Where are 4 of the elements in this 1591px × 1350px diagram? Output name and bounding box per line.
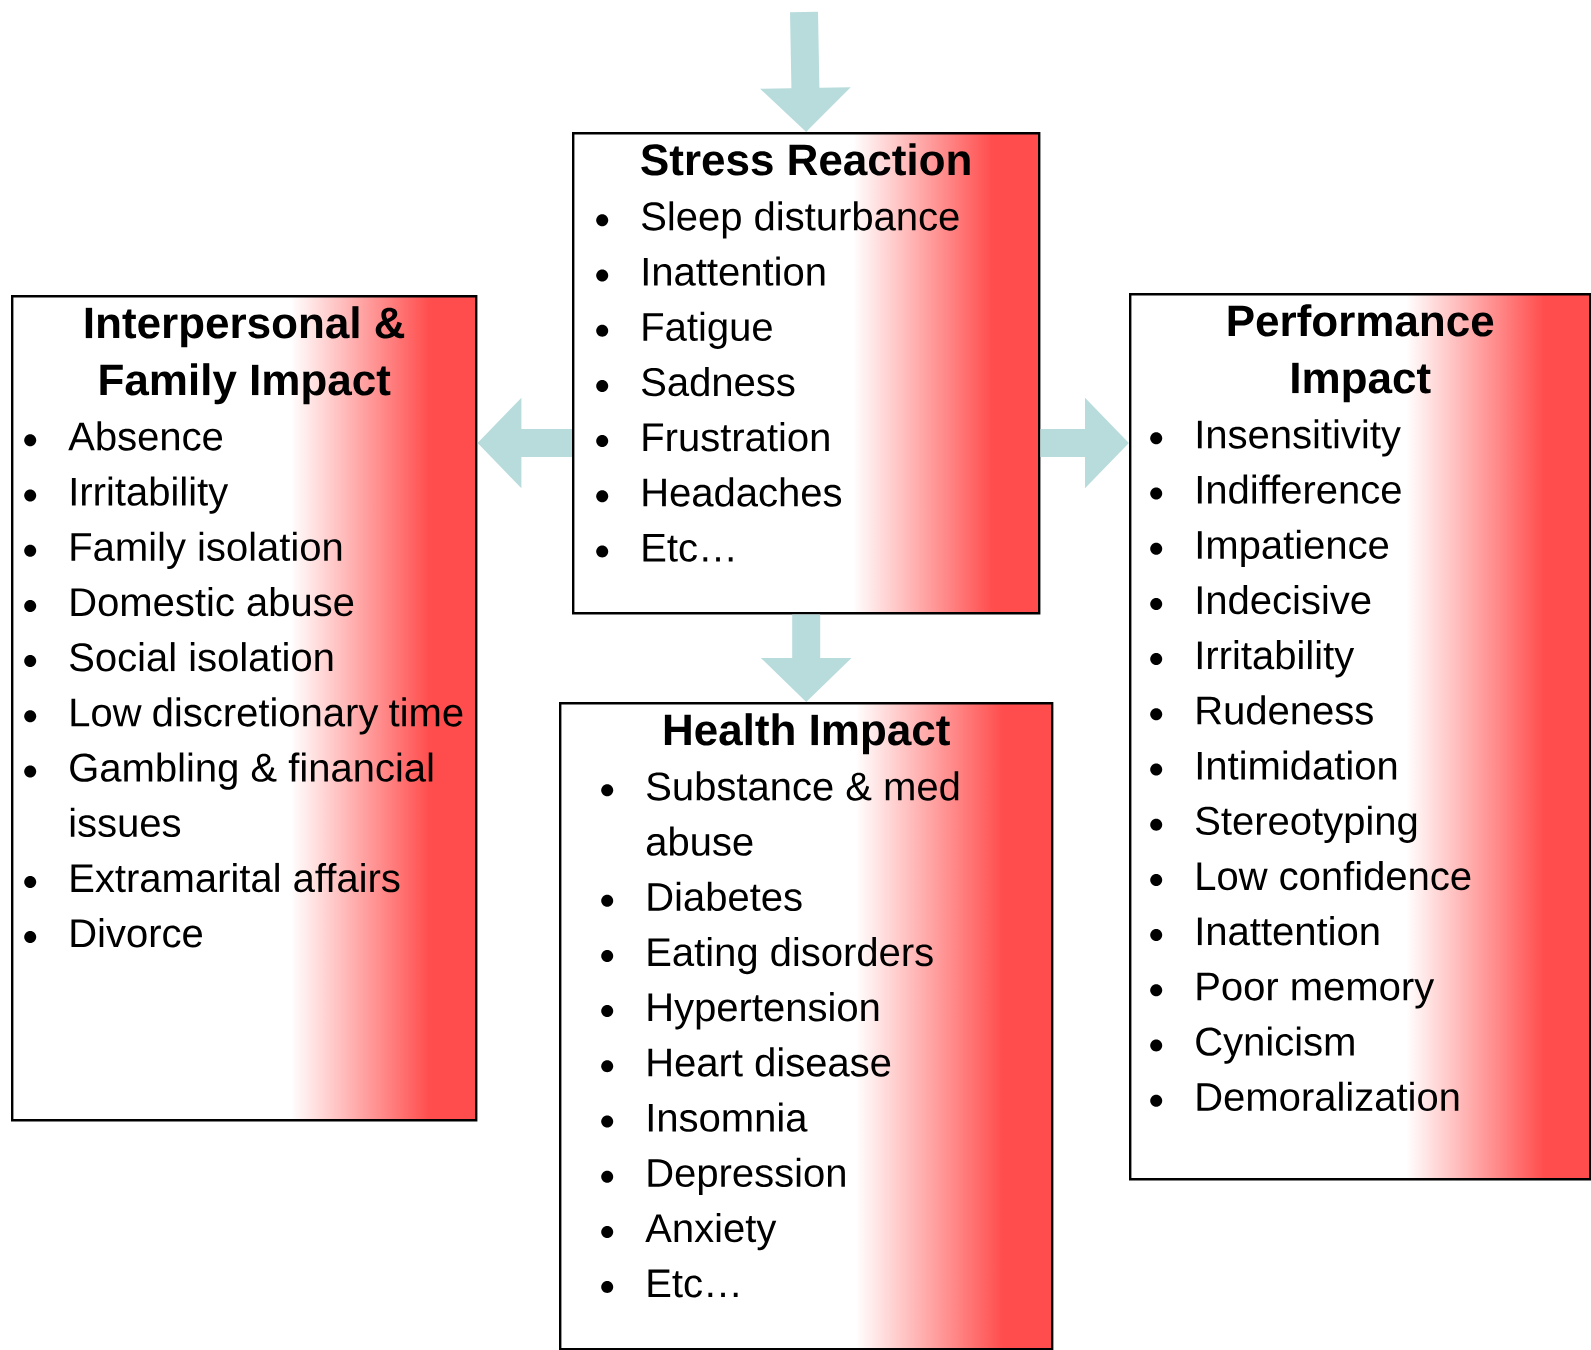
- text-box: Stress Reaction Sleep disturbance Inattention Fatigue Sadness Frustration Headaches Etc…: [572, 132, 1041, 615]
- text-box: Interpersonal & Family Impact Absence Irritability Family isolation Domestic abuse Social isolation Low discretionary time Gambling & financial issues Extramarital affairs Divorce: [11, 295, 478, 1122]
- text-box: Health Impact Substance & med abuse Diabetes Eating disorders Hypertension Heart disease Insomnia Depression Anxiety Etc…: [559, 702, 1054, 1350]
- text-box: Performance Impact Insensitivity Indifference Impatience Indecisive Irritability Rudeness Intimidation Stereotyping Low confidence Inattention Poor memory Cynicism Demoralization: [1129, 293, 1591, 1181]
